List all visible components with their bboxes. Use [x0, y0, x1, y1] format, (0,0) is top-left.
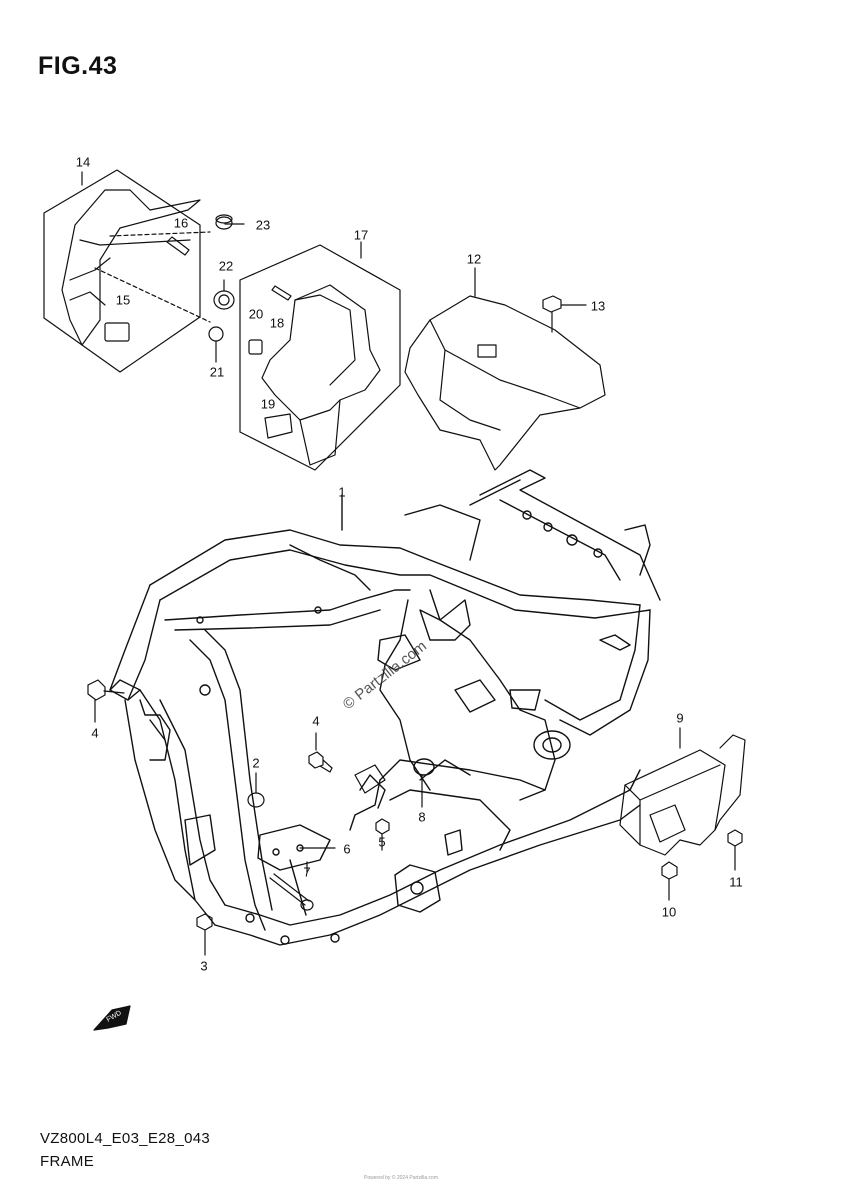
callout-4-center: 4 [312, 713, 320, 729]
callout-16: 16 [173, 215, 189, 231]
main-frame-part-1 [109, 469, 661, 946]
callout-7: 7 [303, 864, 311, 880]
bracket-part-9 [619, 727, 746, 856]
callout-18: 18 [269, 315, 285, 331]
cushion-part-15 [104, 322, 130, 342]
nut-part-5 [375, 818, 390, 851]
fwd-arrow-icon: FWD [93, 1005, 131, 1031]
bolt-part-10 [661, 861, 678, 901]
figure-title: FIG.43 [38, 52, 118, 80]
callout-14: 14 [75, 154, 91, 170]
callout-8: 8 [418, 809, 426, 825]
bracket-part-18 [271, 285, 292, 301]
callout-10: 10 [661, 904, 677, 920]
bolt-part-7 [269, 861, 314, 911]
side-cover-group-box [43, 169, 211, 373]
callout-17: 17 [353, 227, 369, 243]
collar-part-21 [208, 326, 224, 342]
callout-11: 11 [729, 874, 743, 890]
section-name: FRAME [40, 1153, 94, 1170]
callout-19: 19 [260, 396, 276, 412]
callout-5: 5 [378, 834, 386, 850]
callout-1: 1 [338, 484, 346, 500]
footer-credit: Powered by © 2024 Partzilla.com [364, 1175, 438, 1181]
bolt-part-3 [196, 913, 213, 956]
callout-23: 23 [255, 217, 271, 233]
callout-20: 20 [248, 306, 264, 322]
grommet-part-22 [213, 290, 235, 310]
grommet-part-2 [247, 772, 265, 808]
bolt-part-11 [727, 829, 743, 871]
callout-12: 12 [466, 251, 482, 267]
bolt-part-13 [542, 295, 587, 333]
callout-6: 6 [343, 841, 351, 857]
callout-2: 2 [252, 755, 260, 771]
callout-15: 15 [115, 292, 131, 308]
callout-3: 3 [200, 958, 208, 974]
bolt-part-4-left [87, 679, 125, 723]
grommet-part-23 [215, 214, 233, 230]
callout-13: 13 [590, 298, 606, 314]
cushion-part-20 [248, 339, 263, 355]
cushion-part-19 [264, 413, 293, 439]
battery-box-part-12 [404, 267, 606, 471]
callout-22: 22 [218, 258, 234, 274]
callout-4-left: 4 [91, 725, 99, 741]
battery-holder-group-box [239, 241, 401, 471]
callout-21: 21 [209, 364, 225, 380]
callout-9: 9 [676, 710, 684, 726]
clamp-part-16 [166, 236, 190, 256]
model-code: VZ800L4_E03_E28_043 [40, 1130, 211, 1147]
bolt-part-4-center [308, 732, 333, 773]
